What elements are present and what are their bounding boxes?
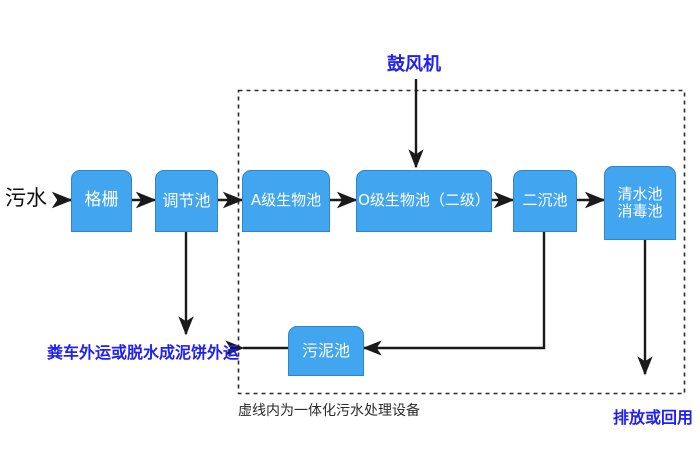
node-grille[interactable]: 格栅: [71, 170, 132, 232]
label-dashed-caption: 虚线内为一体化污水处理设备: [238, 400, 420, 420]
arrow-secondary-to-sludge: [362, 232, 546, 356]
node-sludge-tank[interactable]: 污泥池: [288, 326, 364, 376]
node-sludge-tank-label: 污泥池: [301, 340, 350, 360]
label-sludge-disposal-text: 粪车外运或脱水成泥饼外运: [47, 343, 240, 362]
node-regulating-tank-label: 调节池: [162, 190, 211, 210]
label-influent-text: 污水: [5, 186, 47, 210]
node-regulating-tank[interactable]: 调节池: [155, 170, 218, 232]
label-effluent: 排放或回用: [613, 404, 693, 428]
node-a-stage-bioreactor[interactable]: A级生物池: [242, 170, 330, 232]
node-grille-label: 格栅: [84, 190, 119, 211]
node-secondary-clarifier-label: 二沉池: [522, 191, 568, 210]
node-secondary-clarifier[interactable]: 二沉池: [513, 170, 577, 232]
node-o-stage-bioreactor[interactable]: O级生物池（二级）: [356, 170, 492, 232]
integrated-equipment-boundary: [237, 89, 686, 395]
node-o-stage-bioreactor-label: O级生物池（二级）: [358, 191, 490, 210]
label-blower-text: 鼓风机: [387, 54, 441, 75]
label-blower: 鼓风机: [387, 50, 441, 76]
label-dashed-caption-text: 虚线内为一体化污水处理设备: [238, 403, 420, 419]
node-a-stage-bioreactor-label: A级生物池: [250, 191, 322, 210]
node-clearwater-disinfection-tank-label: 清水池 消毒池: [617, 184, 663, 220]
label-influent: 污水: [5, 182, 47, 212]
label-effluent-text: 排放或回用: [613, 408, 694, 427]
node-clearwater-disinfection-tank[interactable]: 清水池 消毒池: [604, 166, 676, 240]
label-sludge-disposal: 粪车外运或脱水成泥饼外运: [47, 339, 239, 363]
